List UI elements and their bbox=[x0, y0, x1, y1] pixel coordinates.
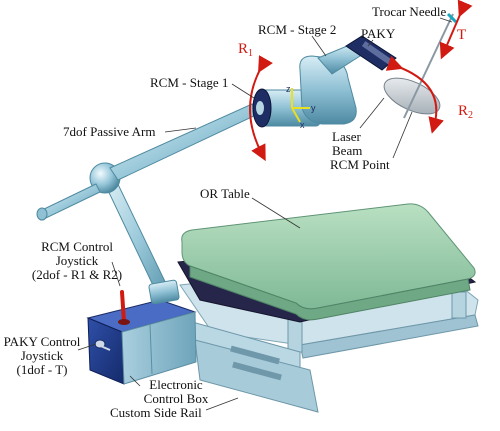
label-rcm-stage2: RCM - Stage 2 bbox=[258, 22, 337, 37]
label-rcm-joystick-line1: RCM Control bbox=[41, 239, 113, 254]
rcm-joystick-stick bbox=[120, 290, 126, 324]
passive-arm bbox=[36, 103, 259, 305]
passive-arm-base-clamp bbox=[148, 279, 180, 305]
leader-side-rail bbox=[205, 397, 239, 411]
label-r1: R1 bbox=[238, 42, 253, 61]
label-r2-main: R bbox=[458, 103, 469, 119]
laser-disk bbox=[383, 77, 441, 115]
label-rcm-point: RCM Point bbox=[330, 157, 390, 172]
side-rail-slot bbox=[230, 345, 280, 365]
leader-stage1 bbox=[231, 83, 255, 99]
rcm-stage2-arm bbox=[317, 43, 361, 75]
label-laser-beam-line2: Beam bbox=[332, 143, 363, 158]
label-r1-sub: 1 bbox=[248, 48, 254, 59]
rcm-stage1-hub bbox=[256, 101, 264, 115]
r1-rotation-arrow bbox=[249, 55, 273, 162]
leader-lines bbox=[77, 17, 453, 411]
table-base-lower bbox=[299, 314, 479, 359]
label-side-rail: Custom Side Rail bbox=[110, 405, 202, 420]
side-rail-slot-2 bbox=[232, 361, 282, 381]
label-t: T bbox=[457, 27, 467, 43]
label-passive-arm: 7dof Passive Arm bbox=[63, 124, 156, 139]
table-top bbox=[181, 203, 476, 310]
leader-trocar bbox=[439, 17, 453, 23]
label-laser-beam: Laser Beam bbox=[332, 130, 362, 158]
leader-control-box bbox=[129, 375, 141, 387]
label-paky-joystick-line2: Joystick bbox=[20, 348, 64, 363]
label-control-box-line1: Electronic bbox=[149, 377, 203, 392]
label-rcm-joystick-line2: Joystick bbox=[55, 253, 99, 268]
label-or-table: OR Table bbox=[200, 186, 250, 201]
x-axis-label: x bbox=[300, 120, 305, 130]
coordinate-frame: z y x bbox=[286, 84, 316, 130]
leader-paky-joystick bbox=[77, 343, 97, 351]
leader-passive-arm bbox=[164, 127, 197, 133]
label-rcm-stage1: RCM - Stage 1 bbox=[150, 75, 229, 90]
leader-paky bbox=[367, 39, 374, 47]
label-r2-sub: 2 bbox=[468, 110, 474, 121]
leader-rcm-point bbox=[392, 111, 413, 159]
table-leg-left bbox=[287, 317, 303, 353]
leader-laser bbox=[359, 97, 385, 129]
leader-stage2 bbox=[311, 35, 327, 57]
passive-arm-handle bbox=[41, 183, 101, 219]
label-control-box-line2: Control Box bbox=[143, 391, 209, 406]
label-control-box: Electronic Control Box bbox=[134, 378, 218, 406]
custom-side-rail bbox=[177, 317, 319, 413]
electronic-control-box bbox=[86, 290, 197, 385]
z-axis-label: z bbox=[286, 84, 291, 94]
control-box-panel-line bbox=[149, 323, 153, 375]
paky-joystick-stem bbox=[95, 343, 111, 351]
table-leg-right bbox=[451, 291, 467, 319]
motion-arrows bbox=[249, 0, 473, 162]
leader-rcm-joystick bbox=[111, 261, 121, 287]
passive-arm-handle-end bbox=[36, 207, 48, 221]
t-translation-arrow bbox=[439, 0, 473, 60]
label-rcm-joystick: RCM Control Joystick (2dof - R1 & R2) bbox=[18, 240, 136, 282]
r2-rotation-arrow bbox=[385, 55, 444, 134]
label-paky: PAKY bbox=[361, 26, 396, 41]
label-paky-joystick: PAKY Control Joystick (1dof - T) bbox=[2, 335, 82, 377]
label-trocar-needle: Trocar Needle bbox=[372, 4, 447, 19]
control-box-side bbox=[121, 311, 197, 385]
table-top-edge bbox=[189, 265, 471, 321]
or-table bbox=[177, 203, 479, 359]
rcm-stage2-link bbox=[299, 55, 357, 125]
label-paky-joystick-line1: PAKY Control bbox=[3, 334, 81, 349]
label-laser-beam-line1: Laser bbox=[332, 129, 361, 144]
rcm-joystick-base bbox=[118, 319, 130, 325]
label-rcm-joystick-line3: (2dof - R1 & R2) bbox=[31, 267, 123, 282]
x-axis-line bbox=[291, 107, 301, 123]
passive-arm-upper-link bbox=[109, 103, 259, 181]
label-r2: R2 bbox=[458, 104, 473, 123]
y-axis-label: y bbox=[311, 103, 316, 113]
leader-or-table bbox=[251, 197, 301, 229]
label-r1-main: R bbox=[238, 41, 249, 57]
label-paky-joystick-line3: (1dof - T) bbox=[16, 362, 68, 377]
